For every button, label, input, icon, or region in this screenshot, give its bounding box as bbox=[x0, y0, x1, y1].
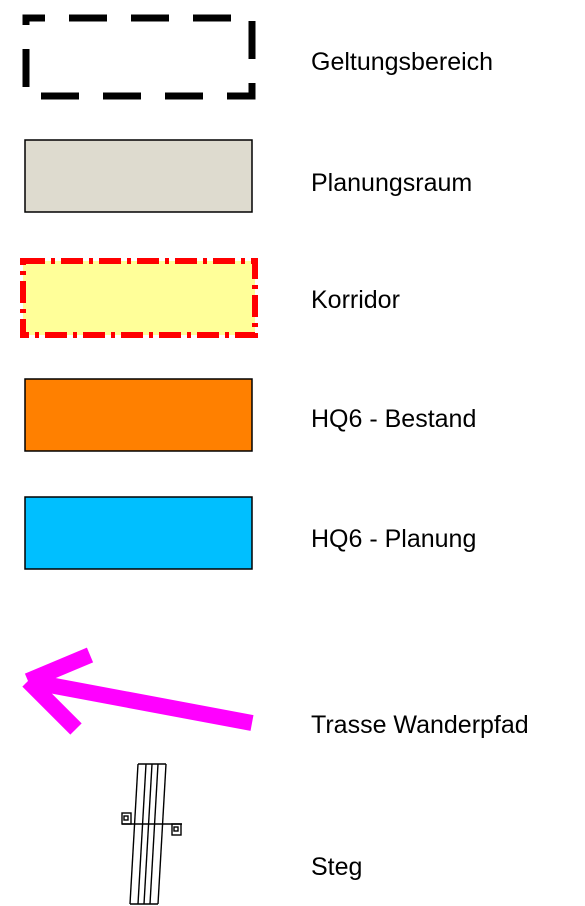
geltungsbereich-label: Geltungsbereich bbox=[311, 48, 494, 76]
hq6-planung-symbol bbox=[24, 496, 253, 570]
trasse-wanderpfad-label: Trasse Wanderpfad bbox=[311, 711, 529, 739]
korridor-label: Korridor bbox=[311, 286, 400, 314]
planungsraum-symbol bbox=[24, 139, 253, 213]
geltungsbereich-symbol bbox=[22, 14, 256, 100]
steg-footbridge-icon bbox=[121, 763, 182, 905]
hq6-bestand-label: HQ6 - Bestand bbox=[311, 405, 477, 433]
planungsraum-label: Planungsraum bbox=[311, 169, 473, 197]
hq6-planung-label: HQ6 - Planung bbox=[311, 525, 477, 553]
wanderpfad-arrow-icon bbox=[22, 647, 254, 735]
hq6-bestand-symbol bbox=[24, 378, 253, 452]
steg-label: Steg bbox=[311, 853, 363, 881]
korridor-symbol bbox=[20, 258, 258, 338]
